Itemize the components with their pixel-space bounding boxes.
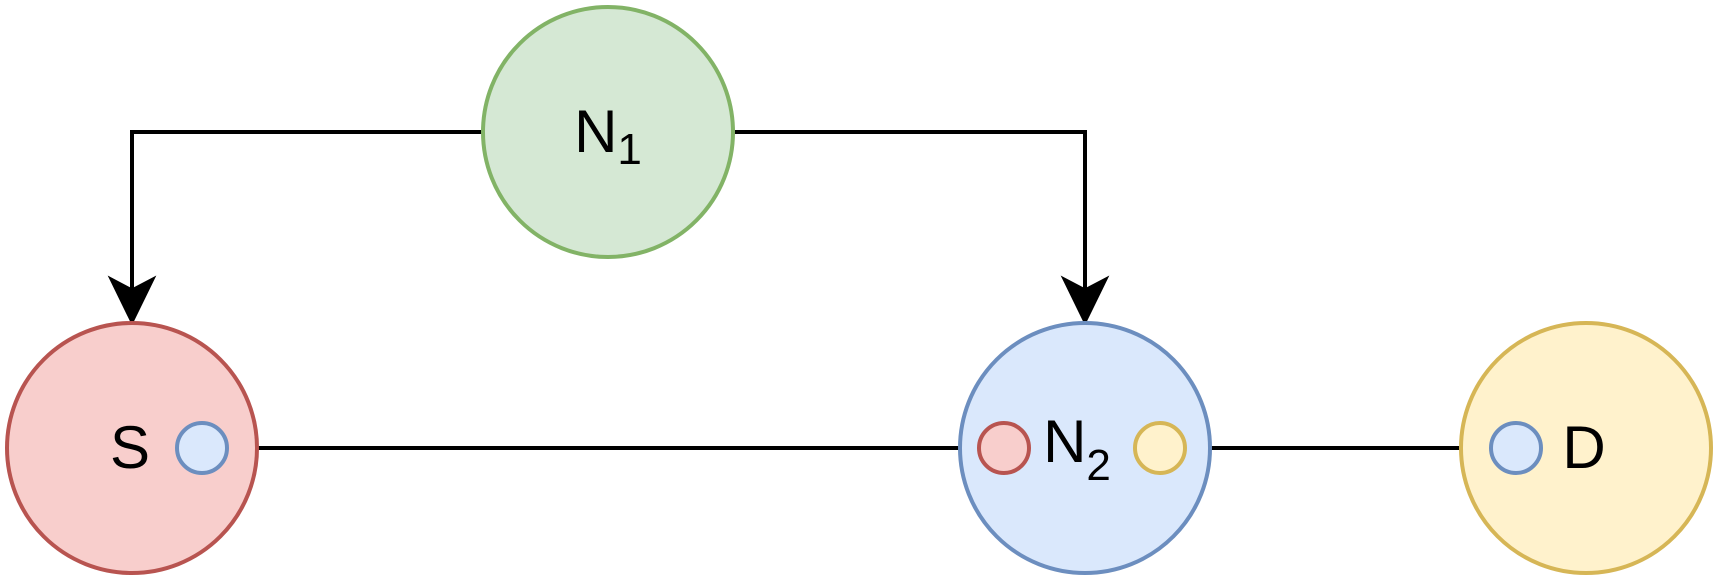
node-n2-label-main: N [1043,408,1086,475]
arrowhead-n1-to-s [107,275,157,326]
node-n1-label-main: N [574,98,617,165]
node-s-label: S [110,414,150,481]
node-n2-label: N2 [1043,408,1111,490]
node-n1-label-subscript: 1 [617,125,641,174]
node-n2-circle [958,321,1212,575]
node-n2-label-subscript: 2 [1086,441,1110,490]
node-n1-circle [481,5,735,259]
node-s-circle [5,321,259,575]
node-n1-label: N1 [574,98,642,174]
port-s-out [175,421,229,475]
node-d-circle [1459,321,1713,575]
arrowhead-n1-to-n2 [1060,275,1110,326]
edges [107,130,1496,450]
node-d: D [1459,321,1713,575]
node-s: S [5,321,259,575]
node-n2: N2 [958,321,1212,575]
port-n2-in [977,421,1031,475]
port-n2-out [1133,421,1187,475]
node-d-label: D [1562,414,1605,481]
edge-n1-to-n2 [734,130,1087,296]
edge-n1-to-s [130,130,482,296]
node-n1: N1 [481,5,735,259]
port-d-in [1489,421,1543,475]
